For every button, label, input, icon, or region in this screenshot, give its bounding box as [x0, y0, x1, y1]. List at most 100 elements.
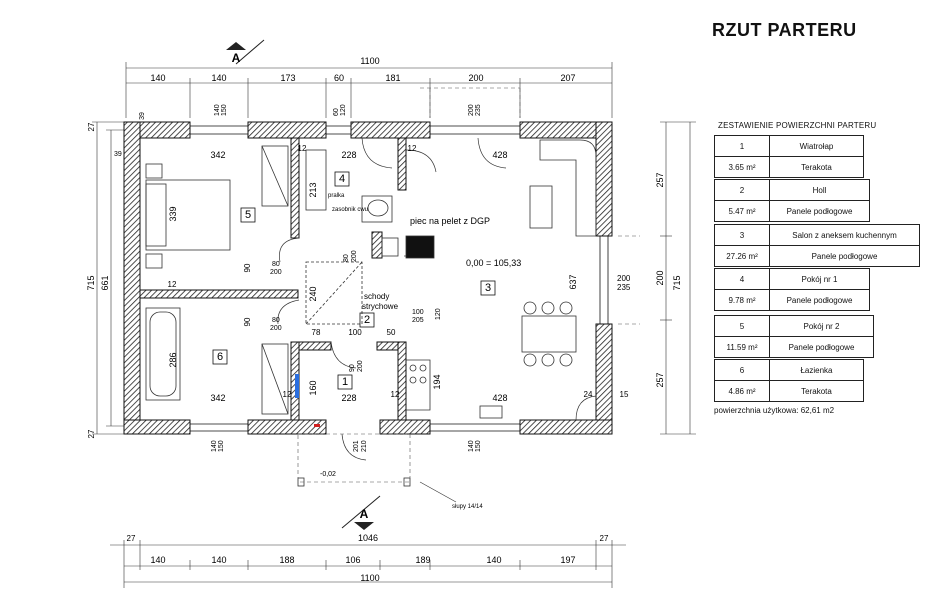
- dim-top-window-235: 235: [475, 104, 482, 116]
- posts-label: słupy 14/14: [452, 504, 483, 510]
- section-mark-top-label: A: [232, 51, 241, 65]
- row-area: 4.86 m²: [715, 381, 770, 401]
- level-label: 0,00 = 105,33: [466, 258, 521, 268]
- dim-left-inner: 661: [100, 275, 110, 290]
- dim-top-window-140: 140: [214, 104, 221, 116]
- piec-label: piec na pelet z DGP: [410, 216, 490, 226]
- posts-leader: [419, 481, 457, 503]
- row-area: 9.78 m²: [715, 290, 770, 310]
- dim-bottom-window-150-b: 150: [475, 440, 482, 452]
- dim-90-b: 90: [243, 317, 252, 326]
- room-3-label: 3: [485, 282, 491, 294]
- row-area: 5.47 m²: [715, 201, 770, 221]
- door-200-d: 200: [357, 360, 364, 372]
- door-80-b: 80: [272, 317, 280, 324]
- dim-240: 240: [308, 286, 318, 301]
- usable-area-total: powierzchnia użytkowa: 62,61 m2: [714, 406, 835, 415]
- dim-bottom-5: 189: [415, 555, 430, 565]
- row-floor: Terakota: [801, 162, 832, 172]
- row-floor: Panele podłogowe: [811, 251, 878, 261]
- dim-bottom-window-140-a: 140: [211, 440, 218, 452]
- dim-bottom-7: 197: [560, 555, 575, 565]
- row-name: Pokój nr 1: [801, 274, 838, 284]
- terrace-outline: [297, 87, 640, 483]
- dim-room-5-depth: 339: [168, 206, 178, 221]
- section-mark-bottom-label: A: [360, 507, 369, 521]
- dim-bottom-3: 188: [279, 555, 294, 565]
- dim-bottom-1: 140: [150, 555, 165, 565]
- row-name: Wiatrołap: [799, 141, 834, 151]
- door-200-a: 200: [270, 269, 282, 276]
- dim-bottom-6: 140: [486, 555, 501, 565]
- dim-top-window-60: 60: [333, 108, 340, 116]
- stairs-label-2: strychowe: [362, 302, 399, 311]
- level-mark-outside: -0,02: [320, 471, 336, 478]
- dim-room-1-width: 228: [341, 393, 356, 403]
- dim-left-edge-bottom: 27: [87, 429, 96, 438]
- dim-top-5: 181: [385, 73, 400, 83]
- dim-left-39-mid: 39: [114, 151, 122, 158]
- room-2-label: 2: [364, 314, 370, 326]
- dim-top-total: 1100: [360, 56, 379, 66]
- dim-top-7: 207: [560, 73, 575, 83]
- dim-left-39-top: 39: [139, 112, 146, 120]
- area-table-row-2: 2 Holl 5.47 m² Panele podłogowe: [714, 179, 870, 222]
- dim-top-window-150: 150: [221, 104, 228, 116]
- door-201: 201: [353, 440, 360, 452]
- row-no: 3: [715, 225, 770, 245]
- dim-top-2: 140: [211, 73, 226, 83]
- dim-78: 78: [312, 328, 321, 337]
- top-dimension-chain: [125, 62, 613, 118]
- left-dimension-chain: [92, 121, 124, 435]
- door-200-c: 200: [351, 250, 358, 262]
- dim-right-door-200: 200: [617, 274, 631, 283]
- room-label-boxes: [212, 171, 496, 390]
- room-1-label: 1: [342, 376, 348, 388]
- dim-room-3-width-top: 428: [492, 150, 507, 160]
- area-table-title: ZESTAWIENIE POWIERZCHNI PARTERU: [718, 121, 877, 130]
- dim-160: 160: [308, 380, 318, 395]
- red-mark: [314, 424, 320, 427]
- row-no: 2: [715, 180, 770, 200]
- row-floor: Terakota: [801, 386, 832, 396]
- row-name: Holl: [812, 185, 827, 195]
- win-205: 205: [412, 317, 424, 324]
- blue-mark: [295, 374, 299, 398]
- room-6-label: 6: [217, 351, 223, 363]
- dim-wall-12-d: 12: [391, 390, 400, 399]
- windows: [190, 125, 609, 432]
- dim-room-6-depth: 286: [168, 352, 178, 367]
- dim-room-3-width-bottom: 428: [492, 393, 507, 403]
- row-floor: Panele podłogowe: [786, 206, 853, 216]
- area-table-row-6: 6 Łazienka 4.86 m² Terakota: [714, 359, 864, 402]
- dim-bottom-total: 1100: [360, 573, 379, 583]
- dim-right-3: 257: [655, 372, 665, 387]
- outer-walls: [123, 121, 613, 435]
- dim-top-3: 173: [280, 73, 295, 83]
- door-80-a: 80: [272, 261, 280, 268]
- door-200-b: 200: [270, 325, 282, 332]
- win-120: 120: [435, 308, 442, 320]
- dim-left-total: 715: [86, 275, 96, 290]
- door-210: 210: [361, 440, 368, 452]
- dim-194: 194: [432, 374, 442, 389]
- furniture: [145, 139, 597, 487]
- row-no: 4: [715, 269, 770, 289]
- row-area: 3.65 m²: [715, 157, 770, 177]
- row-no: 5: [715, 316, 770, 336]
- dim-room-3-depth: 637: [568, 274, 578, 289]
- dim-bottom-4: 106: [345, 555, 360, 565]
- dim-bottom-2: 140: [211, 555, 226, 565]
- dim-bottom-edge-left: 27: [127, 534, 136, 543]
- dim-right-1: 257: [655, 172, 665, 187]
- dim-50: 50: [387, 328, 396, 337]
- dim-top-4: 60: [334, 73, 344, 83]
- row-no: 6: [715, 360, 770, 380]
- dim-right-door-235: 235: [617, 283, 631, 292]
- row-no: 1: [715, 136, 770, 156]
- row-area: 11.59 m²: [715, 337, 770, 357]
- row-name: Łazienka: [800, 365, 833, 375]
